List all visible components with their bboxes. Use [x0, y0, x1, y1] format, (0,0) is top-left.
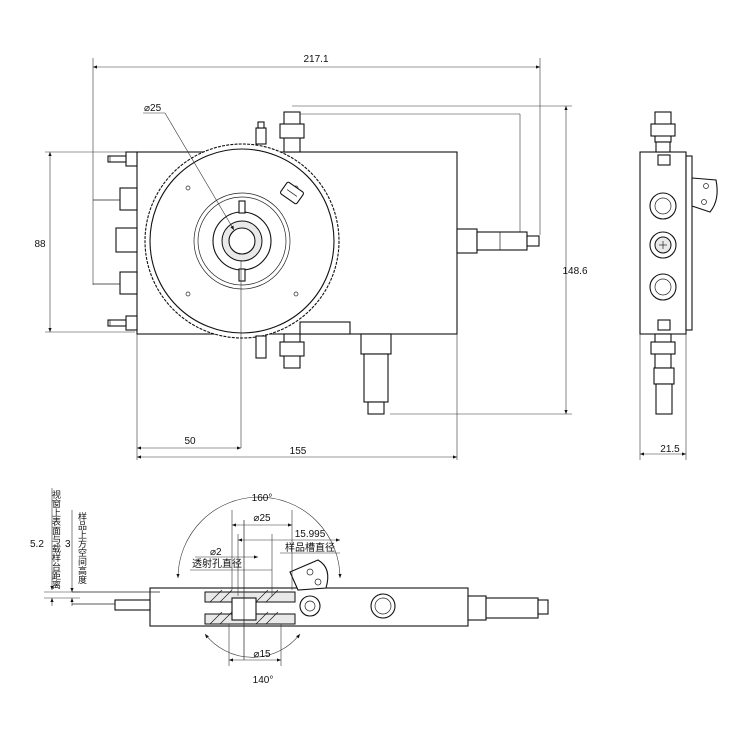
bottom-fittings	[255, 321, 351, 369]
dim-overall-width: 217.1	[92, 54, 541, 285]
dim-body-width-text: 155	[290, 446, 307, 457]
diameter-15-text: ⌀15	[253, 649, 271, 660]
dim-thickness-text: 21.5	[660, 444, 680, 455]
dim-height-left-text: 88	[34, 239, 46, 250]
hole-diameter-text: ⌀2	[210, 547, 222, 558]
angle-top-text: 160°	[252, 493, 273, 504]
sample-slot-label: 样品槽直径	[285, 541, 335, 554]
dim-offset-text: 50	[184, 436, 196, 447]
right-micrometer	[456, 228, 540, 254]
hole-label: 透射孔直径	[192, 557, 242, 570]
section-view: 160° ⌀25 15.995 样品槽直径 ⌀2 透射孔直径 ⌀15 140°	[30, 488, 549, 686]
dim-height-left: 88	[34, 151, 135, 333]
side-view: 21.5	[639, 111, 718, 460]
angle-bottom-text: 140°	[253, 675, 274, 686]
dim-52-text: 5.2	[30, 539, 44, 550]
top-view: 217.1 88 148.6	[34, 54, 588, 460]
top-fittings	[255, 111, 521, 235]
window-diameter-label: ⌀25	[144, 103, 162, 114]
dim-height-right: 148.6	[292, 105, 588, 415]
dim-overall-width-text: 217.1	[303, 54, 328, 65]
bottom-micrometer	[360, 333, 392, 415]
sample-slot-value: 15.995	[295, 529, 326, 540]
left-fittings	[93, 151, 138, 331]
vert-label-left: 视窗上表面与载样台距离	[51, 489, 61, 590]
dim-thickness: 21.5	[639, 334, 687, 460]
vert-label-right: 样品上方空间高度	[77, 511, 87, 585]
dim-height-right-text: 148.6	[562, 266, 587, 277]
dim-offset: 50	[136, 260, 242, 460]
left-height-dims: 5.2 3 视窗上表面与载样台距离 样品上方空间高度	[30, 488, 87, 606]
sample-wheel: ⌀25	[143, 103, 340, 339]
dim-3-text: 3	[65, 539, 71, 550]
diameter-25-text: ⌀25	[253, 513, 271, 524]
dim-body-width: 155	[137, 334, 458, 460]
